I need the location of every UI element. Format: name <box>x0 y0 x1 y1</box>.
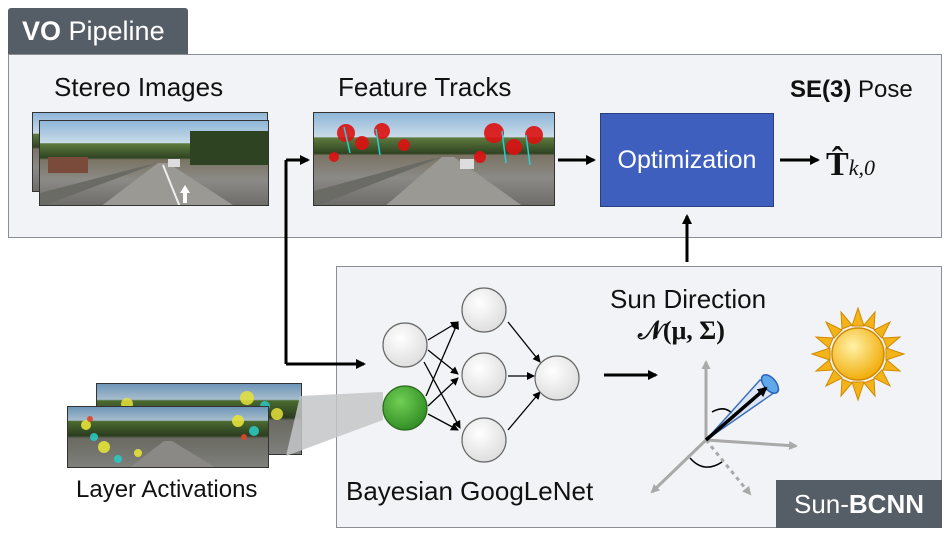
feature-tracks-illustration <box>314 123 543 205</box>
activation-heatmap-front <box>81 415 259 467</box>
neural-network-icon <box>382 287 580 463</box>
feature-tracks-image <box>313 112 555 206</box>
zoom-wedge <box>286 392 383 456</box>
sun-direction-label: Sun Direction <box>610 284 767 314</box>
stereo-image-front <box>39 120 269 206</box>
network-label: Bayesian GoogLeNet <box>346 476 594 506</box>
stereo-images-label: Stereo Images <box>54 72 224 102</box>
layer-activations-label: Layer Activations <box>76 476 258 503</box>
distribution-label: 𝒩(μ, Σ) <box>638 316 725 345</box>
vo-pipeline-tab: VO Pipeline <box>8 8 188 54</box>
feature-tracks-label: Feature Tracks <box>338 72 512 102</box>
sun-icon <box>810 306 906 402</box>
optimization-box: Optimization <box>600 113 774 207</box>
arrow-icon <box>284 155 820 380</box>
se3-pose-label: SE(3) Pose <box>790 76 913 103</box>
sun-bcnn-tab: Sun-BCNN <box>776 480 942 528</box>
coordinate-axes-icon <box>650 360 798 496</box>
activation-image-front <box>67 406 269 468</box>
pose-output-symbol: T̂k,0 <box>826 146 875 183</box>
green-node <box>382 385 428 431</box>
road-scene-illustration <box>40 131 268 205</box>
